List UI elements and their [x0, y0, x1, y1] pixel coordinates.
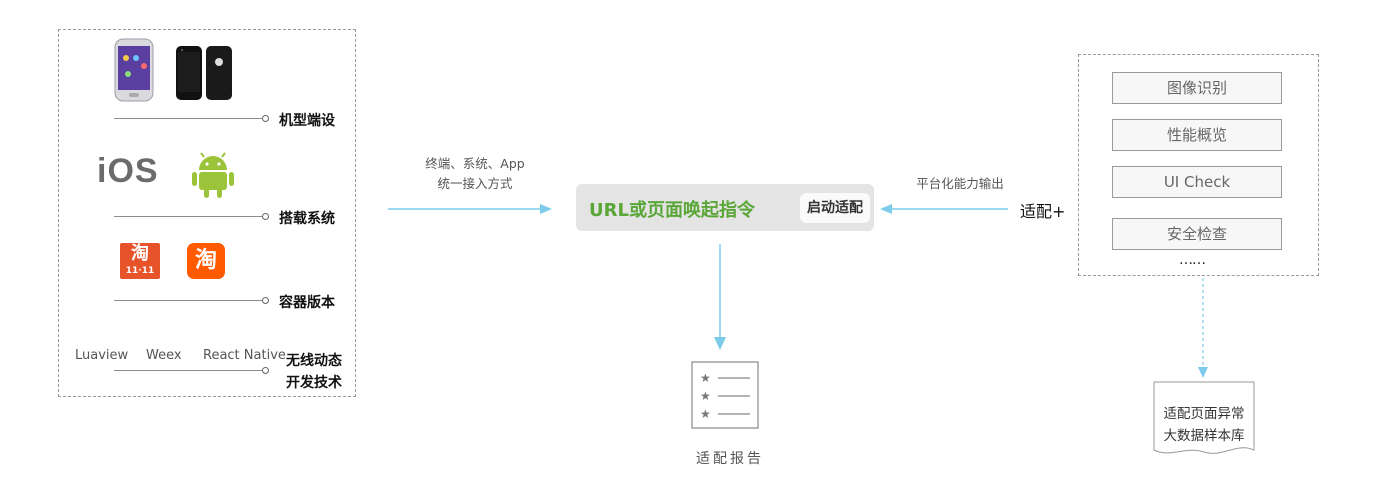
- row-label-dynamic-line2: 开发技术: [286, 375, 342, 391]
- row1-line: [114, 118, 262, 119]
- iphone-icon: [174, 44, 234, 102]
- row-label-container: 容器版本: [279, 295, 335, 311]
- ios-logo-text: iOS: [97, 152, 159, 190]
- lib-react-native: React Native: [203, 348, 286, 363]
- feature-more: ……: [1179, 252, 1206, 268]
- row-label-system: 搭载系统: [279, 211, 335, 227]
- row3-connector: [262, 297, 269, 304]
- row3-line: [114, 300, 262, 301]
- lib-weex: Weex: [146, 348, 182, 363]
- feature-security[interactable]: 安全检查: [1112, 218, 1282, 250]
- capability-panel: [1078, 54, 1319, 276]
- row-label-device: 机型端设: [279, 113, 335, 129]
- feature-image-recognition[interactable]: 图像识别: [1112, 72, 1282, 104]
- sample-library-line2: 大数据样本库: [1163, 428, 1245, 444]
- svg-text:★: ★: [700, 371, 711, 385]
- left-arrow-note-line2: 统一接入方式: [437, 176, 513, 191]
- adapt-plus-label: 适配+: [1020, 202, 1066, 221]
- left-arrow: [388, 200, 552, 214]
- left-arrow-note-line1: 终端、系统、App: [425, 156, 525, 171]
- ios-logo-icon: iOS: [97, 152, 163, 192]
- start-adapt-button[interactable]: 启动适配: [800, 193, 870, 223]
- feature-performance[interactable]: 性能概览: [1112, 119, 1282, 151]
- row-label-dynamic-line1: 无线动态: [286, 353, 342, 369]
- lib-luaview: Luaview: [75, 348, 129, 363]
- command-text: URL或页面唤起指令: [589, 200, 755, 221]
- sample-library-doc-icon: [1152, 380, 1256, 458]
- taobao-1111-icon: 淘 11·11: [120, 243, 160, 279]
- row2-connector: [262, 213, 269, 220]
- taobao-1111-glyph: 淘: [131, 243, 149, 264]
- row2-line: [114, 216, 262, 217]
- android-phone-icon: [114, 38, 154, 102]
- right-arrow: [880, 200, 1008, 214]
- down-arrow: [713, 244, 727, 350]
- report-label: 适配报告: [696, 451, 764, 467]
- right-arrow-note: 平台化能力输出: [916, 176, 1004, 191]
- sample-library-line1: 适配页面异常: [1163, 406, 1245, 422]
- row4-connector: [262, 367, 269, 374]
- svg-text:★: ★: [700, 407, 711, 421]
- report-doc-icon: ★ ★ ★: [690, 360, 760, 430]
- taobao-app-glyph: 淘: [194, 248, 217, 273]
- svg-text:★: ★: [700, 389, 711, 403]
- dotted-down-arrow: [1197, 278, 1209, 378]
- row4-line: [114, 370, 262, 371]
- taobao-1111-sale: 11·11: [125, 266, 155, 276]
- device-panel: [58, 29, 356, 397]
- taobao-app-icon: 淘: [187, 243, 225, 279]
- row1-connector: [262, 115, 269, 122]
- android-robot-icon: [190, 150, 236, 200]
- feature-ui-check[interactable]: UI Check: [1112, 166, 1282, 198]
